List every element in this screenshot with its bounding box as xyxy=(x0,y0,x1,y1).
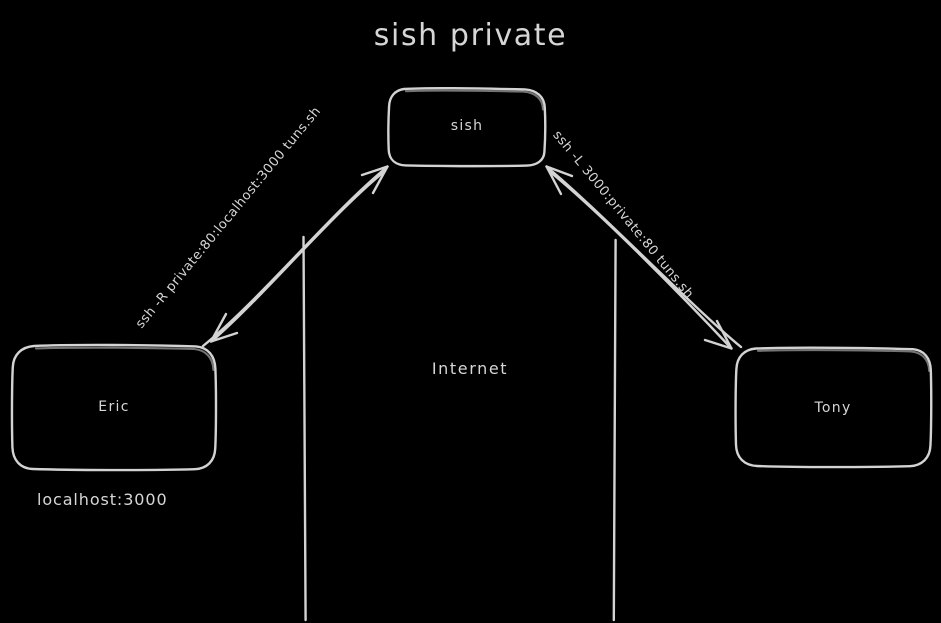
node-sish-label: sish xyxy=(450,118,484,134)
node-tony-label: Tony xyxy=(814,400,852,416)
node-eric-label: Eric xyxy=(98,399,130,415)
internet-boundary-right xyxy=(612,238,617,622)
edge-eric-sish[interactable] xyxy=(201,165,389,348)
edge-eric-sish-label: ssh -R private:80:localhost:3000 tuns.sh xyxy=(133,104,325,332)
edge-sish-tony[interactable] xyxy=(545,165,743,350)
eric-localhost-label: localhost:3000 xyxy=(37,490,168,509)
edge-sish-tony-label: ssh -L 3000:private:80 tuns.sh xyxy=(549,128,697,302)
diagram-title: sish private xyxy=(373,18,568,53)
internet-boundary-left xyxy=(302,235,307,622)
internet-region-label: Internet xyxy=(431,359,509,378)
